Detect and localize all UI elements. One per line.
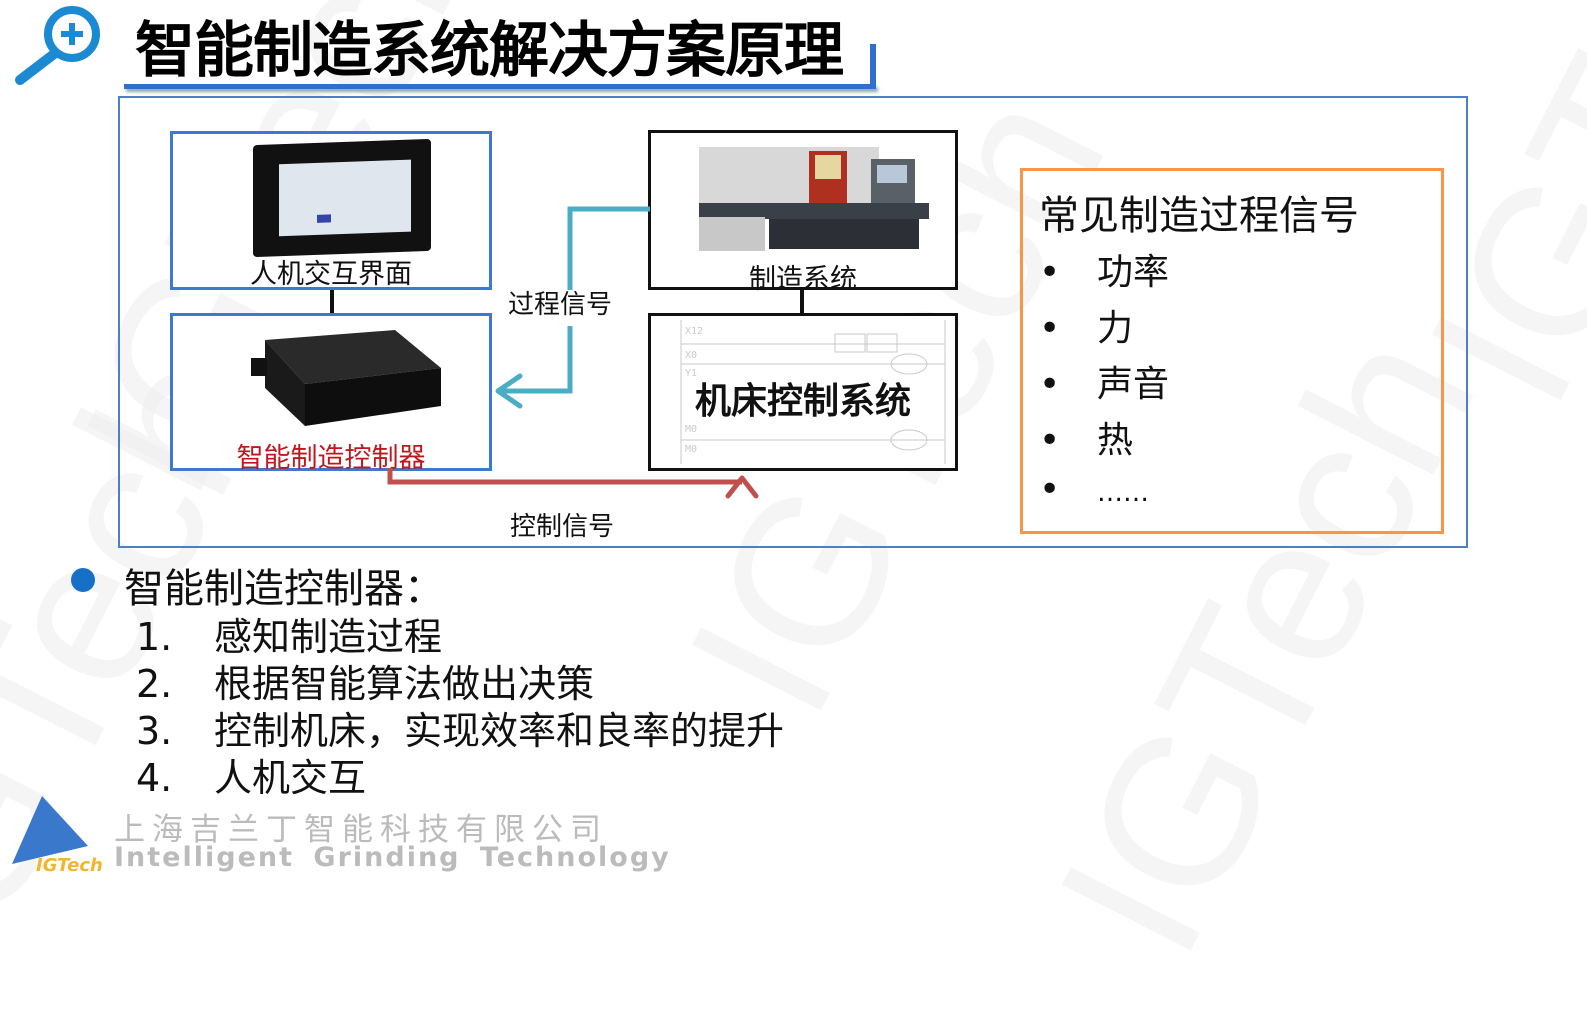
- manufacturing-control-connector: [800, 290, 804, 316]
- svg-text:M0: M0: [685, 424, 697, 435]
- list-item: 3.控制机床，实现效率和良率的提升: [136, 709, 785, 753]
- list-item: 2.根据智能算法做出决策: [136, 662, 595, 706]
- hmi-box: 人机交互界面: [170, 131, 492, 290]
- hmi-controller-connector: [330, 290, 334, 316]
- company-name-cn: 上海吉兰丁智能科技有限公司: [114, 812, 608, 848]
- control-signal-arrow: [387, 468, 759, 499]
- list-item: 4.人机交互: [136, 756, 367, 800]
- zoom-in-magnifier-icon: [12, 4, 104, 86]
- manufacturing-system-box: 制造系统: [648, 130, 958, 295]
- list-item: 1.感知制造过程: [136, 615, 443, 659]
- machine-control-system-label: 机床控制系统: [694, 381, 911, 422]
- controller-image: [245, 328, 441, 432]
- svg-text:Y1: Y1: [685, 368, 697, 379]
- company-name-en: Intelligent Grinding Technology: [114, 842, 671, 873]
- ladder-diagram-image: X12 X0 Y1 M0 M0: [655, 320, 951, 464]
- signal-item: •功率: [1039, 252, 1170, 293]
- signal-item: •声音: [1039, 364, 1170, 405]
- signal-item: •热: [1039, 420, 1134, 461]
- process-signal-label: 过程信号: [508, 290, 613, 320]
- signal-item: •力: [1039, 308, 1134, 349]
- hmi-label: 人机交互界面: [250, 259, 412, 290]
- touchscreen-image: [253, 138, 431, 258]
- controller-functions-list: 智能制造控制器： 1.感知制造过程 2.根据智能算法做出决策 3.控制机床，实现…: [66, 556, 826, 800]
- svg-text:X0: X0: [685, 350, 697, 361]
- company-logo-triangle-icon: [12, 796, 88, 864]
- company-logo-text: IGTech: [36, 855, 103, 876]
- list-heading: 智能制造控制器：: [124, 566, 444, 612]
- controller-label: 智能制造控制器: [236, 443, 426, 474]
- diagram-frame: [118, 96, 1468, 548]
- signals-panel-title: 常见制造过程信号: [1039, 193, 1359, 239]
- signal-item: •……: [1039, 469, 1149, 510]
- controller-box: 智能制造控制器: [170, 313, 492, 474]
- svg-text:X12: X12: [685, 326, 703, 337]
- control-signal-label: 控制信号: [510, 512, 615, 542]
- title-underline: [124, 84, 876, 89]
- process-signals-panel: 常见制造过程信号 •功率 •力 •声音 •热 •……: [1020, 168, 1444, 534]
- svg-text:M0: M0: [685, 444, 697, 455]
- title-accent-bar: [870, 44, 876, 89]
- grinding-machine-image: [699, 143, 947, 255]
- machine-control-system-box: X12 X0 Y1 M0 M0 机床控制系统: [648, 313, 958, 471]
- bullet-dot-icon: [71, 568, 95, 592]
- process-signal-arrow: [495, 206, 650, 409]
- page-title: 智能制造系统解决方案原理: [135, 16, 844, 86]
- manufacturing-system-label: 制造系统: [749, 264, 857, 295]
